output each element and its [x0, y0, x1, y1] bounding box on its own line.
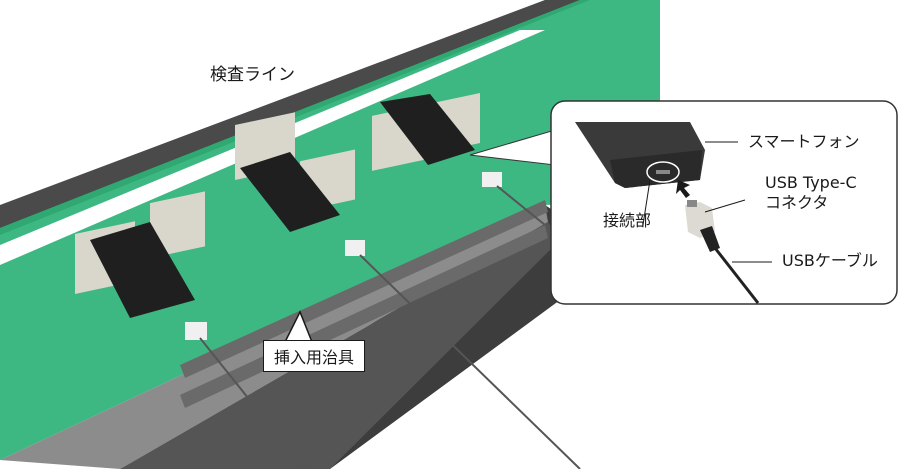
- station-1: [75, 191, 306, 469]
- usb-c-connector-label-line1: USB Type-C: [765, 173, 857, 192]
- smartphone-2: [240, 152, 340, 232]
- insertion-jig-label: 挿入用治具: [263, 340, 366, 372]
- conveyor-board: [0, 0, 660, 460]
- station-2: [235, 112, 581, 469]
- usb-cable-label: USBケーブル: [782, 251, 878, 270]
- smartphone-1: [90, 222, 195, 318]
- smartphone-3: [380, 94, 475, 165]
- station-3: [372, 92, 546, 226]
- usb-cable: [713, 247, 760, 304]
- usb-c-connector-label-line2: コネクタ: [765, 193, 829, 212]
- connection-point-label: 接続部: [603, 211, 652, 230]
- inspection-line-label: 検査ライン: [210, 65, 295, 85]
- jig-rail: [180, 200, 548, 378]
- insert-arrow-icon: [676, 180, 690, 198]
- connection-circle: [646, 161, 680, 183]
- smartphone-label: スマートフォン: [748, 132, 860, 151]
